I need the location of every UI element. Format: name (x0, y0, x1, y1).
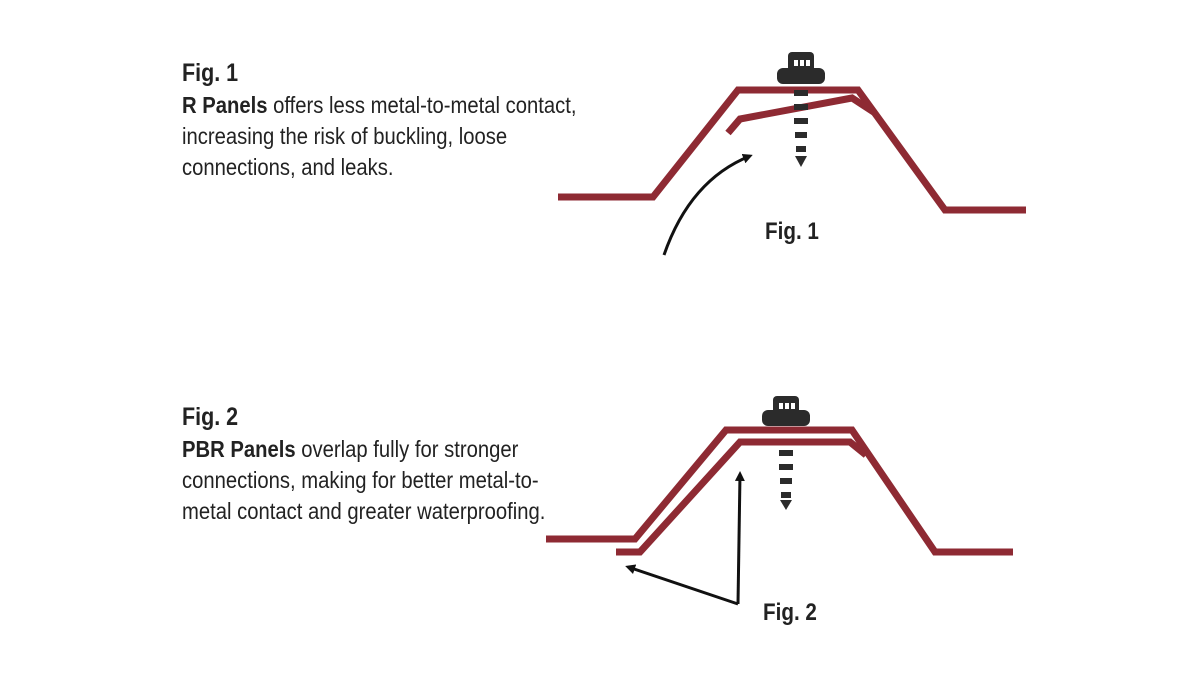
fig2-bold-term: PBR Panels (182, 436, 296, 462)
fig2-text-block: Fig. 2 PBR Panels overlap fully for stro… (182, 402, 642, 527)
fig1-caption: Fig. 1 (765, 218, 819, 245)
fig1-text-block: Fig. 1 R Panels offers less metal-to-met… (182, 58, 642, 183)
fig1-description: offers less metal-to-metal contact, incr… (182, 92, 577, 180)
fig2-screw-icon (762, 396, 810, 510)
fig2-caption: Fig. 2 (763, 599, 817, 626)
fig1-top-panel (725, 94, 877, 136)
fig1-heading: Fig. 1 (182, 59, 239, 87)
fig1-description-paragraph: R Panels offers less metal-to-metal cont… (182, 90, 587, 183)
fig1-r-panel-diagram (558, 52, 1026, 256)
fig2-description-paragraph: PBR Panels overlap fully for stronger co… (182, 434, 587, 527)
fig2-contact-arrow-diagonal (625, 564, 739, 606)
fig2-contact-arrow-vertical (734, 471, 745, 605)
fig2-heading: Fig. 2 (182, 403, 239, 431)
fig2-bottom-panel (546, 426, 1013, 556)
fig1-gap-arrow (662, 153, 753, 256)
fig1-screw-icon (777, 52, 825, 167)
fig1-bold-term: R Panels (182, 92, 268, 118)
fig2-pbr-panel-diagram (546, 396, 1013, 606)
fig2-description: overlap fully for stronger connections, … (182, 436, 546, 524)
fig2-top-panel (616, 438, 869, 556)
